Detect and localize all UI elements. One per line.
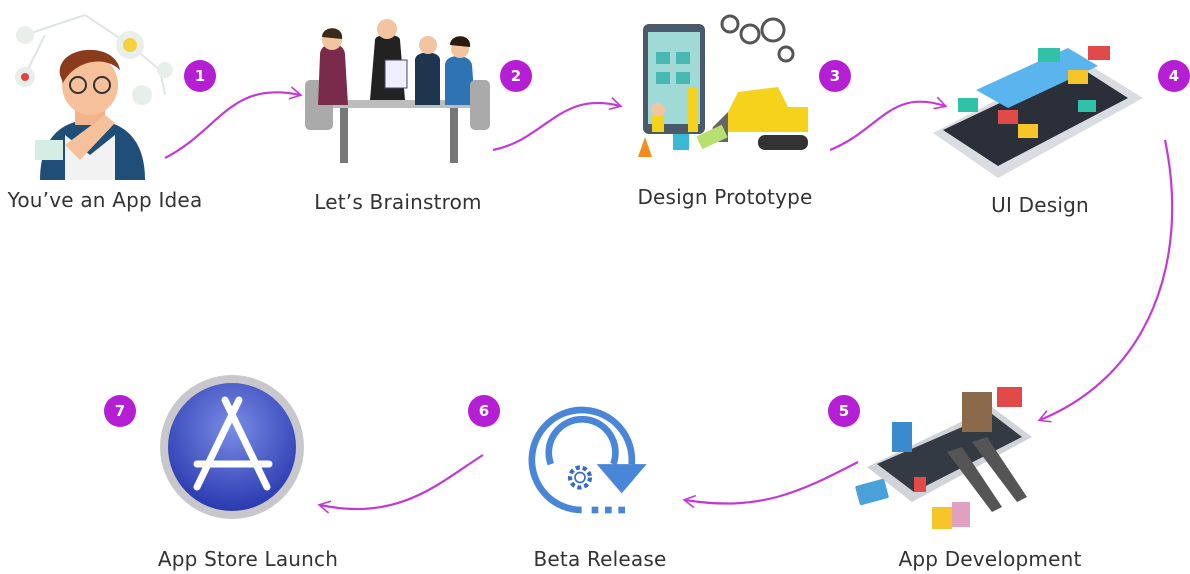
arrow-5-to-6 xyxy=(682,461,859,509)
step-6-label: Beta Release xyxy=(533,547,667,571)
step-4-badge: 4 xyxy=(1158,60,1190,92)
step-3-badge: 3 xyxy=(819,60,851,92)
phone-city-icon xyxy=(855,387,1032,529)
gear-icon xyxy=(567,465,593,490)
arrow-4-to-5 xyxy=(1037,139,1174,423)
arrow-6-to-7 xyxy=(317,454,484,514)
step-7-badge: 7 xyxy=(104,395,136,427)
step-7-label: App Store Launch xyxy=(157,547,339,571)
step-5-label: App Development xyxy=(898,547,1082,571)
step-2-label: Let’s Brainstrom xyxy=(314,190,482,214)
step-4-label: UI Design xyxy=(991,193,1089,217)
arrow-1-to-2 xyxy=(164,86,303,159)
arrow-3-to-4 xyxy=(829,96,948,152)
app-store-icon xyxy=(160,375,304,519)
step-1-badge: 1 xyxy=(184,60,216,92)
construction-gears-icon xyxy=(638,14,808,157)
phone-ui-icon xyxy=(933,46,1143,178)
step-6-badge: 6 xyxy=(468,395,500,427)
step-3-label: Design Prototype xyxy=(637,185,813,209)
refresh-gear-icon xyxy=(528,406,647,514)
thinking-person-icon xyxy=(15,14,173,180)
meeting-team-icon xyxy=(305,19,490,163)
arrow-2-to-3 xyxy=(492,97,623,152)
step-1-label: You’ve an App Idea xyxy=(7,188,203,212)
step-5-badge: 5 xyxy=(828,395,860,427)
step-2-badge: 2 xyxy=(500,60,532,92)
